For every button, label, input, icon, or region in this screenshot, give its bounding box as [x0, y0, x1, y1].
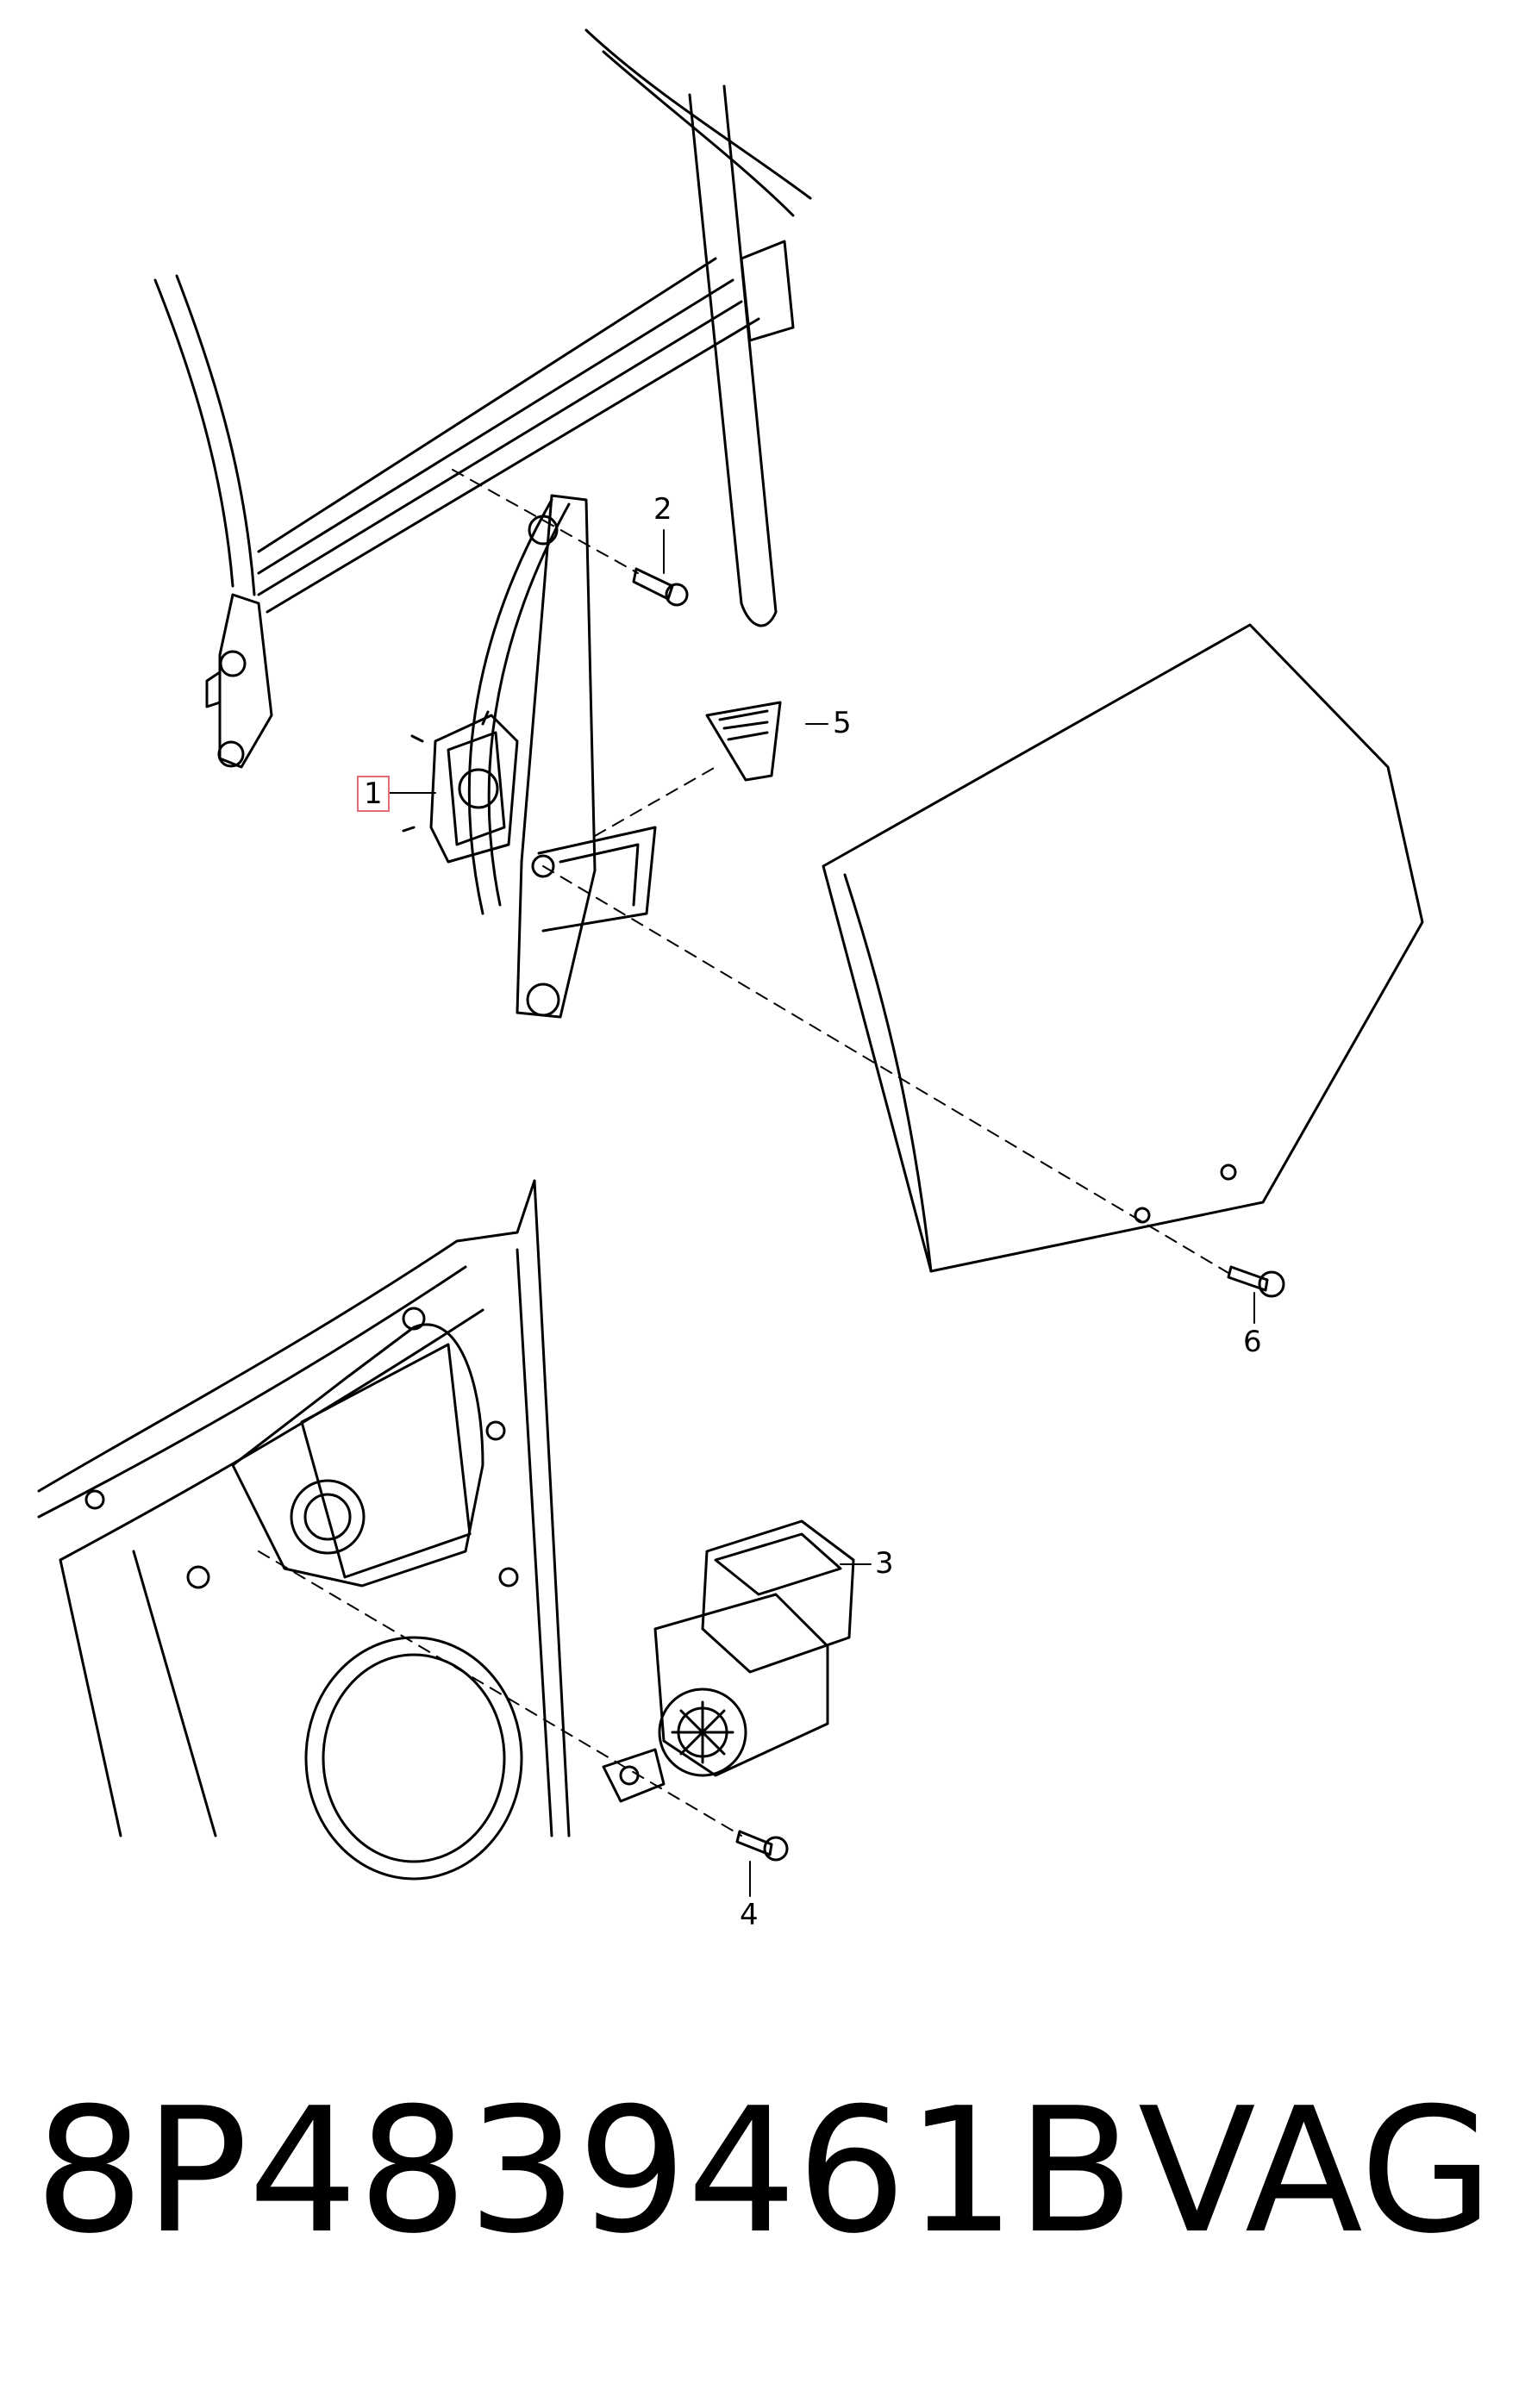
window-regulator [402, 494, 657, 1019]
clip-5-icon [705, 701, 782, 782]
callout-3: 3 [875, 1546, 894, 1581]
assembly-dashed-lines [258, 469, 1234, 1837]
brand-label: VAG [1138, 2071, 1494, 2272]
callout-6: 6 [1243, 1325, 1262, 1359]
leader-lines [387, 529, 1255, 1897]
exploded-parts-diagram [37, 28, 1424, 1897]
bolt-2-icon [632, 567, 689, 607]
door-window-frame [153, 28, 812, 769]
screw-6-icon [1227, 1265, 1285, 1298]
window-motor-3 [602, 1519, 855, 1803]
callout-2: 2 [653, 492, 672, 527]
window-glass [822, 623, 1424, 1273]
callout-5: 5 [833, 706, 852, 740]
screw-4-icon [735, 1830, 789, 1862]
inner-door-panel [37, 1179, 571, 1881]
callout-4: 4 [740, 1898, 759, 1932]
part-number: 8P4839461B [34, 2071, 1134, 2272]
callout-1: 1 [357, 776, 390, 812]
